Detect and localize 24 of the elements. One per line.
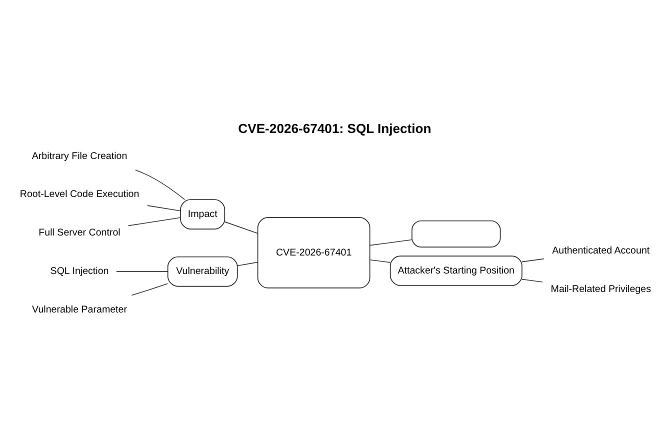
connector [237,262,258,266]
node-box: Vulnerability [167,256,238,287]
node-text: SQL Injection [50,266,109,278]
connector [116,271,168,272]
connector [128,217,181,226]
connector [522,278,543,282]
diagram-title: CVE-2026-67401: SQL Injection [238,121,432,136]
node-text: Full Server Control [38,228,120,239]
node-text: Arbitrary File Creation [32,150,128,162]
node-text: Authenticated Account [552,246,650,257]
connector [147,205,181,212]
node-text: Mail-Related Privileges [550,284,651,296]
connector [131,283,168,296]
node-text: Root-Level Code Execution [20,189,140,200]
node-box: Impact [180,199,226,230]
connector [370,259,391,263]
connector [370,239,412,246]
connector [135,170,186,200]
node-text: Vulnerable Parameter [32,304,127,316]
connector [522,258,544,262]
node-box: CVE-2026-67401 [257,217,370,288]
node-box [412,220,501,248]
connector [224,221,258,234]
node-box: Attacker's Starting Position [390,256,522,286]
